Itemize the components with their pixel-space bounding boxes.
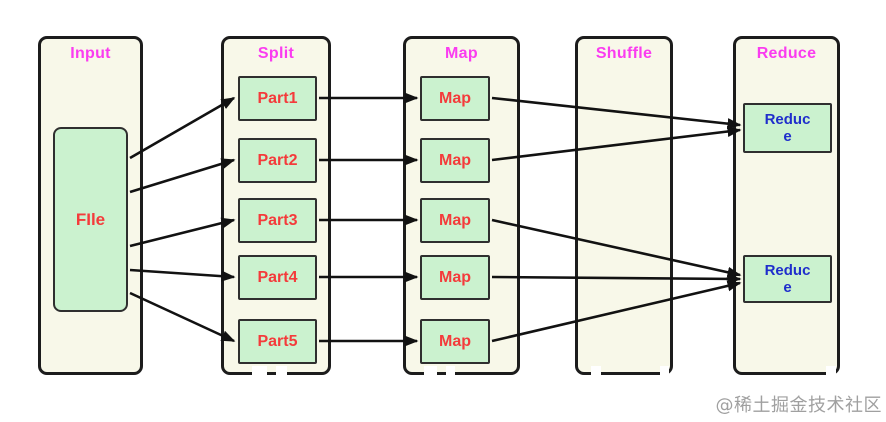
node-part3: Part3 bbox=[238, 198, 317, 243]
border-gap-artifact bbox=[446, 366, 455, 379]
arrow-file-part2 bbox=[129, 158, 236, 194]
node-map4: Map bbox=[420, 255, 490, 300]
node-reduce1: Reduc e bbox=[743, 103, 832, 153]
node-map3-label: Map bbox=[439, 211, 471, 229]
arrow-file-part5 bbox=[129, 291, 236, 343]
node-part4: Part4 bbox=[238, 255, 317, 300]
node-map1: Map bbox=[420, 76, 490, 121]
border-gap-artifact bbox=[252, 366, 267, 379]
node-reduce2: Reduc e bbox=[743, 255, 832, 303]
arrow-file-part1 bbox=[129, 96, 236, 160]
node-map2-label: Map bbox=[439, 151, 471, 169]
node-reduce2-label-line2: e bbox=[783, 279, 792, 296]
node-part3-label: Part3 bbox=[257, 211, 298, 229]
node-map2: Map bbox=[420, 138, 490, 183]
arrow-file-part4 bbox=[129, 268, 236, 282]
node-map3: Map bbox=[420, 198, 490, 243]
node-part2-label: Part2 bbox=[257, 151, 298, 169]
node-map4-label: Map bbox=[439, 268, 471, 286]
border-gap-artifact bbox=[276, 366, 287, 379]
node-part1: Part1 bbox=[238, 76, 317, 121]
node-part4-label: Part4 bbox=[257, 268, 298, 286]
arrow-file-part3 bbox=[129, 217, 236, 248]
border-gap-artifact bbox=[660, 366, 669, 379]
node-part1-label: Part1 bbox=[257, 89, 298, 107]
node-map5: Map bbox=[420, 319, 490, 364]
column-label-split: Split bbox=[257, 45, 295, 62]
border-gap-artifact bbox=[591, 366, 601, 379]
node-file-label: FIle bbox=[75, 209, 106, 229]
watermark: @稀土掘金技术社区 bbox=[715, 395, 882, 416]
node-part5: Part5 bbox=[238, 319, 317, 364]
border-gap-artifact bbox=[424, 366, 437, 379]
column-label-input: Input bbox=[70, 45, 111, 62]
column-reduce: Reduce bbox=[733, 36, 840, 375]
border-gap-artifact bbox=[826, 366, 836, 379]
node-map1-label: Map bbox=[439, 89, 471, 107]
node-part2: Part2 bbox=[238, 138, 317, 183]
node-reduce1-label-line2: e bbox=[783, 128, 792, 145]
node-map5-label: Map bbox=[439, 332, 471, 350]
column-shuffle: Shuffle bbox=[575, 36, 673, 375]
column-label-map: Map bbox=[445, 45, 478, 62]
node-file: FIle bbox=[53, 127, 128, 312]
node-reduce1-label-line1: Reduc bbox=[764, 110, 811, 128]
node-part5-label: Part5 bbox=[257, 332, 298, 350]
node-reduce2-label-line1: Reduc bbox=[764, 261, 811, 279]
column-label-shuffle: Shuffle bbox=[595, 45, 653, 62]
column-label-reduce: Reduce bbox=[756, 45, 817, 62]
